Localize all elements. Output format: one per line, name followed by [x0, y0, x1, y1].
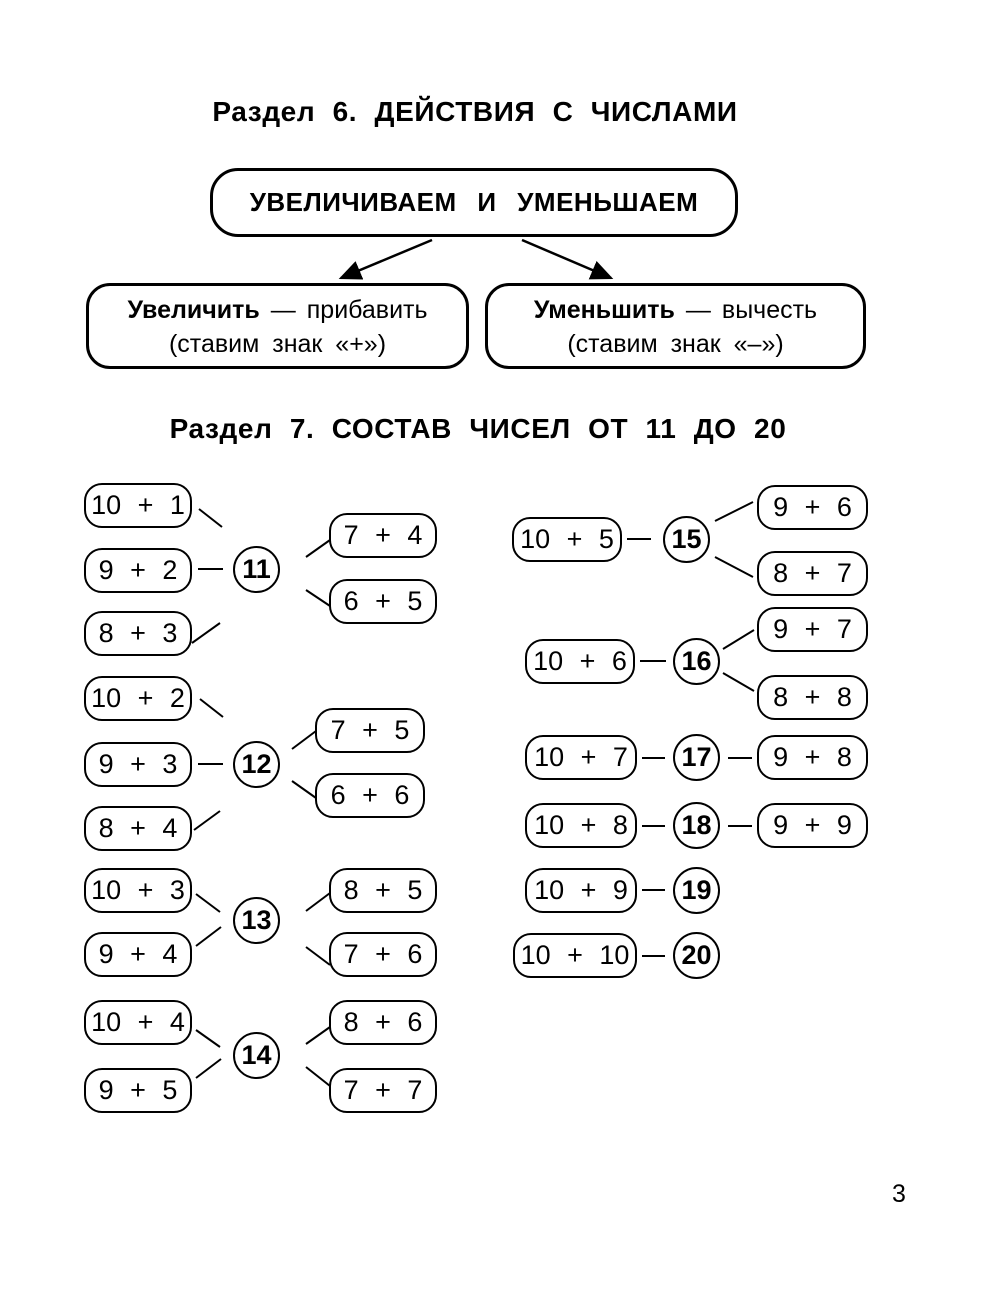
- composition-connectors: [191, 501, 755, 1087]
- expression-box: 8 + 5: [329, 868, 437, 913]
- connector-line: [305, 892, 331, 912]
- connector-line: [195, 1029, 221, 1048]
- increase-decrease-box: УВЕЛИЧИВАЕМ И УМЕНЬШАЕМ: [210, 168, 738, 237]
- connector-line: [199, 698, 224, 718]
- connector-line: [195, 893, 221, 913]
- expression-box: 8 + 8: [757, 675, 868, 720]
- decrease-meaning: вычесть: [721, 296, 818, 324]
- connector-line: [305, 539, 331, 558]
- connector-line: [305, 589, 331, 607]
- connector-line: [305, 1026, 331, 1045]
- expression-box: 10 + 10: [513, 933, 637, 978]
- connector-line: [714, 501, 754, 522]
- increase-meaning: прибавить: [306, 296, 428, 324]
- decrease-term: Уменьшить: [533, 296, 675, 324]
- expression-box: 9 + 5: [84, 1068, 192, 1113]
- sum-circle: 20: [673, 932, 720, 979]
- expression-box: 10 + 3: [84, 868, 192, 913]
- decrease-definition-box: Уменьшить — вычесть (ставим знак «–»): [485, 283, 866, 369]
- connector-line: [193, 810, 221, 831]
- expression-box: 6 + 5: [329, 579, 437, 624]
- expression-box: 10 + 6: [525, 639, 635, 684]
- expression-box: 10 + 7: [525, 735, 637, 780]
- connector-line: [305, 1066, 331, 1087]
- expression-box: 9 + 6: [757, 485, 868, 530]
- expression-box: 9 + 9: [757, 803, 868, 848]
- arrow-to-increase: [338, 238, 433, 280]
- expression-box: 9 + 4: [84, 932, 192, 977]
- sum-circle: 17: [673, 734, 720, 781]
- sum-circle: 13: [233, 897, 280, 944]
- expression-box: 9 + 7: [757, 607, 868, 652]
- connector-line: [291, 730, 317, 750]
- sum-circle: 16: [673, 638, 720, 685]
- sum-circle: 18: [673, 802, 720, 849]
- sum-circle: 15: [663, 516, 710, 563]
- page-number: 3: [892, 1180, 906, 1208]
- expression-box: 8 + 3: [84, 611, 192, 656]
- expression-box: 10 + 9: [525, 868, 637, 913]
- decrease-definition-line: Уменьшить — вычесть: [488, 293, 863, 327]
- connector-line: [195, 926, 222, 947]
- connector-line: [291, 780, 317, 799]
- sum-circle: 19: [673, 867, 720, 914]
- sum-circle: 14: [233, 1032, 280, 1079]
- expression-box: 10 + 4: [84, 1000, 192, 1045]
- connector-line: [305, 946, 331, 966]
- increase-decrease-label: УВЕЛИЧИВАЕМ И УМЕНЬШАЕМ: [249, 187, 699, 217]
- connector-line: [195, 1058, 222, 1079]
- sum-circle: 12: [233, 741, 280, 788]
- section6-title: Раздел 6. ДЕЙСТВИЯ С ЧИСЛАМИ: [212, 96, 738, 127]
- dash: —: [270, 296, 296, 324]
- connector-line: [722, 629, 755, 650]
- expression-box: 10 + 1: [84, 483, 192, 528]
- connector-line: [722, 672, 755, 692]
- section7-title: Раздел 7. СОСТАВ ЧИСЕЛ ОТ 11 ДО 20: [169, 413, 787, 444]
- flow-arrows: [338, 238, 614, 280]
- connector-line: [714, 556, 754, 578]
- arrow-to-decrease: [521, 238, 614, 280]
- expression-box: 6 + 6: [315, 773, 425, 818]
- expression-box: 10 + 8: [525, 803, 637, 848]
- dash: —: [685, 296, 711, 324]
- expression-box: 10 + 2: [84, 676, 192, 721]
- expression-box: 8 + 6: [329, 1000, 437, 1045]
- increase-note: (ставим знак «+»): [168, 330, 387, 358]
- expression-box: 8 + 4: [84, 806, 192, 851]
- connector-line: [198, 508, 223, 528]
- increase-term: Увеличить: [127, 296, 260, 324]
- expression-box: 9 + 8: [757, 735, 868, 780]
- increase-definition-box: Увеличить — прибавить (ставим знак «+»): [86, 283, 469, 369]
- expression-box: 7 + 5: [315, 708, 425, 753]
- increase-definition-line: Увеличить — прибавить: [89, 293, 466, 327]
- expression-box: 10 + 5: [512, 517, 622, 562]
- expression-box: 7 + 4: [329, 513, 437, 558]
- expression-box: 7 + 6: [329, 932, 437, 977]
- decrease-note: (ставим знак «–»): [567, 330, 784, 358]
- expression-box: 9 + 3: [84, 742, 192, 787]
- sum-circle: 11: [233, 546, 280, 593]
- connector-line: [191, 622, 221, 644]
- expression-box: 8 + 7: [757, 551, 868, 596]
- expression-box: 7 + 7: [329, 1068, 437, 1113]
- expression-box: 9 + 2: [84, 548, 192, 593]
